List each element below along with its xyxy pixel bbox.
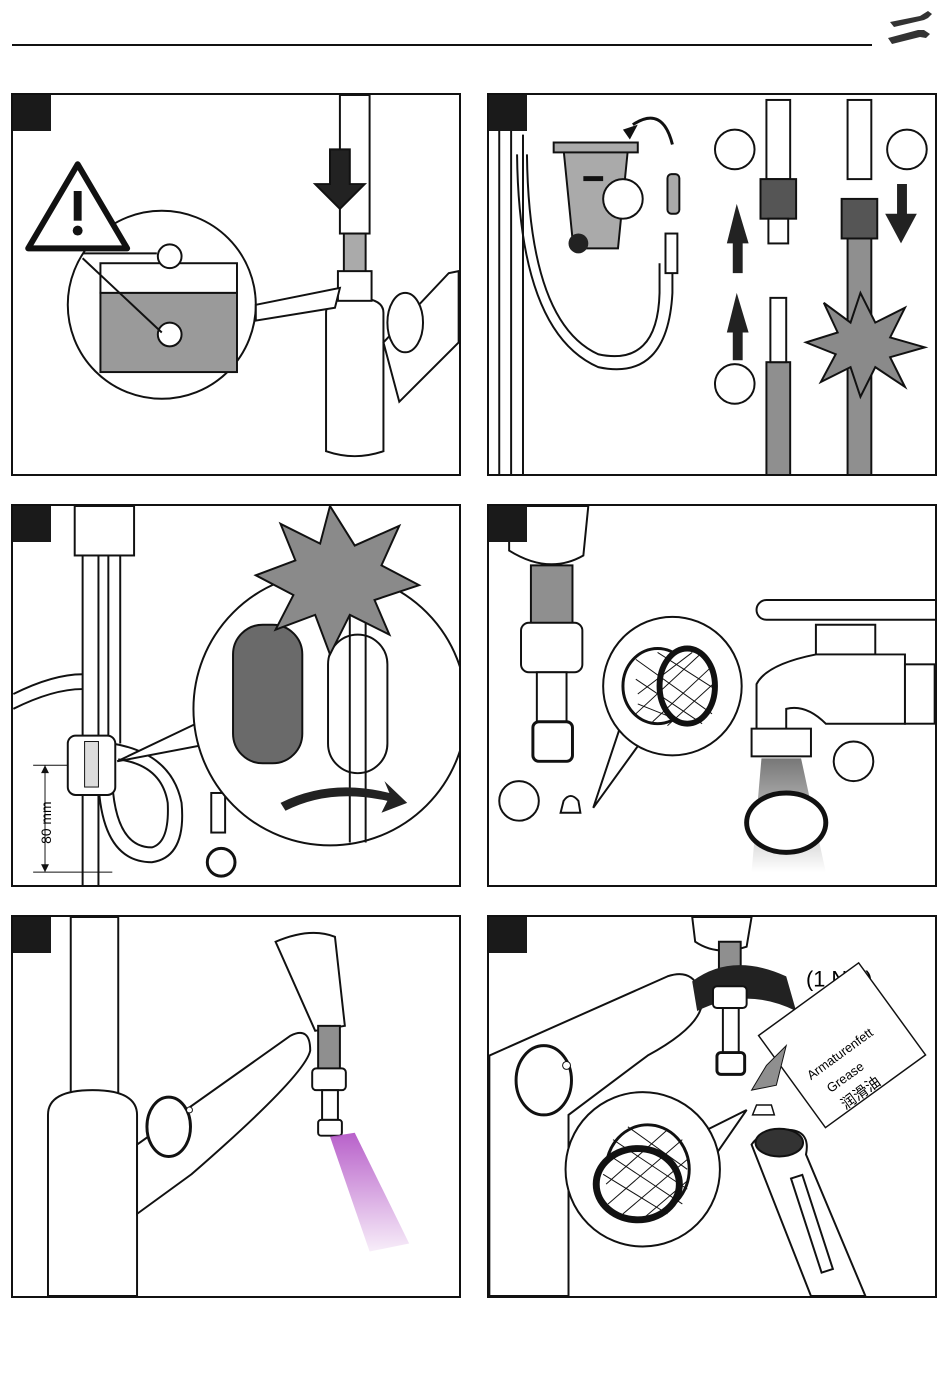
step-number-badge	[489, 506, 527, 542]
step-number-badge	[489, 917, 527, 953]
illustration-reinstall-grease: (1 Nm) Armaturenfett Grease 润滑油	[489, 917, 935, 1296]
illustration-filter-flush	[489, 506, 935, 885]
step-number-badge	[13, 917, 51, 953]
illustration-weight-position: 80 mm	[13, 506, 459, 885]
step-panel-6: (1 Nm) Armaturenfett Grease 润滑油	[487, 915, 937, 1298]
step-number-badge	[13, 95, 51, 131]
illustration-magnet-coupling	[13, 95, 459, 474]
wrench-screwdriver-icon	[884, 8, 936, 48]
header-rule	[12, 44, 872, 46]
step-panel-3: 80 mm	[11, 504, 461, 887]
illustration-flush-hose	[13, 917, 459, 1296]
illustration-remove-coupling	[489, 95, 935, 474]
step-panel-2	[487, 93, 937, 476]
dimension-80mm-label: 80 mm	[38, 802, 54, 844]
step-panel-1	[11, 93, 461, 476]
step-number-badge	[13, 506, 51, 542]
step-panel-4	[487, 504, 937, 887]
step-panel-5	[11, 915, 461, 1298]
step-number-badge	[489, 95, 527, 131]
